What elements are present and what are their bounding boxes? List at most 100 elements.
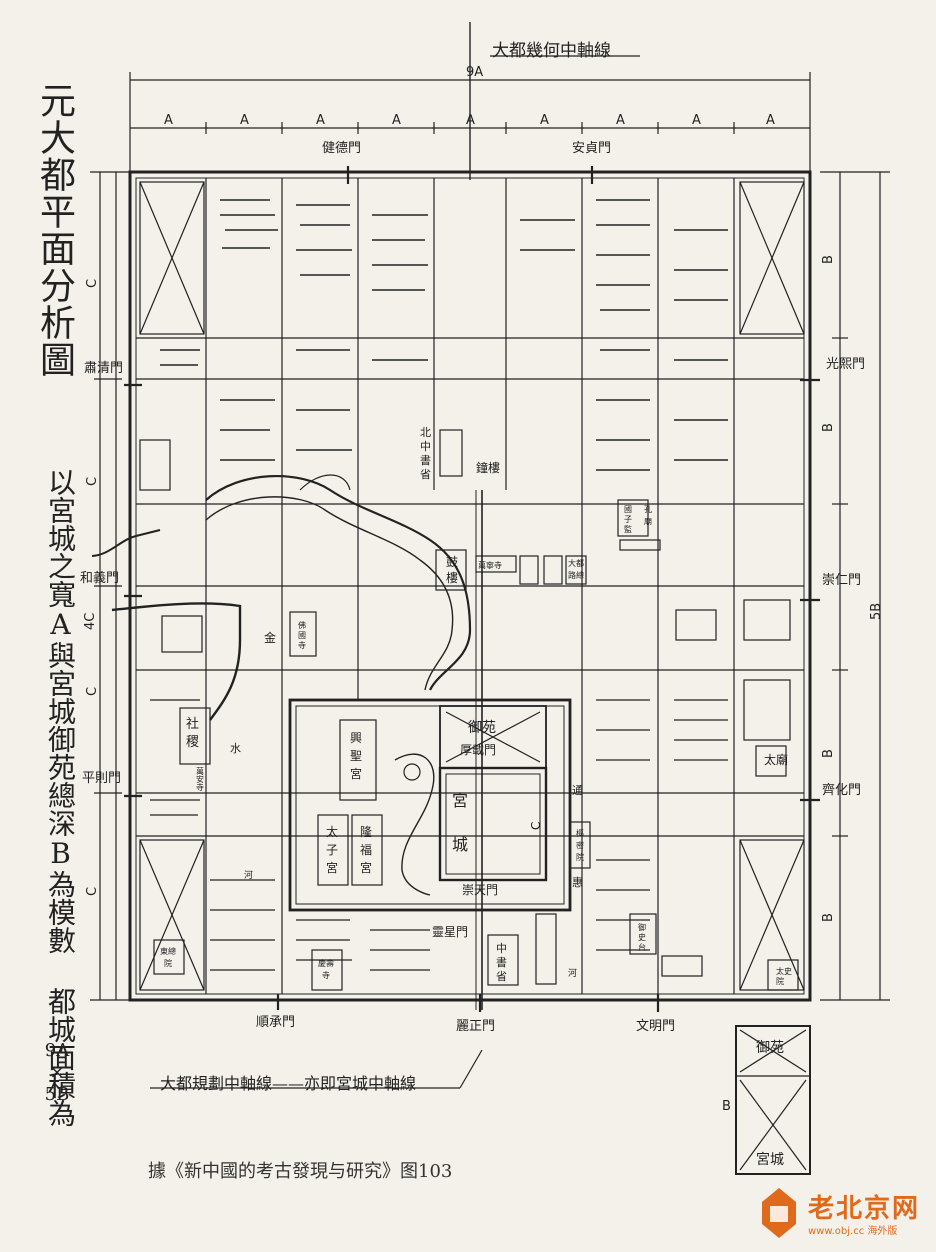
bldg-longfu-1: 隆 [360, 824, 372, 839]
bldg-xingsheng-1: 興 [350, 731, 362, 745]
gate-suqing: 肅清門 [84, 360, 123, 376]
bldg-shumi-2: 密 [576, 840, 584, 850]
bldg-censorate-1: 御 [638, 922, 646, 932]
bldg-chongtian-gate: 崇天門 [462, 883, 498, 897]
inset-b: B [722, 1099, 731, 1114]
bldg-censorate-2: 史 [638, 932, 646, 942]
bldg-shumi-3: 院 [576, 852, 584, 862]
bldg-college-1: 國 [624, 505, 632, 514]
bldg-dadu-1: 大 [568, 558, 576, 568]
module-a-4: A [392, 113, 401, 128]
bldg-palace-2: 城 [452, 835, 468, 854]
bldg-xingsheng-2: 聖 [350, 749, 362, 763]
gate-anzhen: 安貞門 [572, 141, 611, 156]
planning-axis-caption: 大都規劃中軸線——亦即宮城中軸線 [160, 1074, 417, 1093]
bldg-censorate-3: 台 [638, 942, 646, 952]
bldg-xingsheng-3: 宮 [350, 766, 362, 781]
module-b-4: B [821, 913, 836, 922]
bldg-taishi-3: 院 [776, 976, 784, 986]
module-a-9: A [766, 113, 775, 128]
module-c-4: C [85, 887, 100, 896]
module-b-1: B [821, 255, 836, 264]
bldg-temple-w-2: 國 [298, 631, 306, 640]
module-a-7: A [616, 113, 625, 128]
label-river-1: 河 [244, 869, 253, 881]
bldg-shumi-1: 樞 [576, 828, 584, 838]
bldg-north-sec-2: 中 [420, 440, 431, 453]
bldg-palace-1: 宮 [452, 791, 468, 810]
bldg-eastyard-2: 總 [168, 946, 176, 956]
bldg-central-sec-3: 省 [496, 970, 507, 983]
label-water: 水 [230, 742, 241, 755]
inset-top: 御苑 [756, 1040, 784, 1056]
bldg-drum-2: 樓 [446, 570, 458, 585]
bldg-longfu-3: 宮 [360, 860, 372, 875]
bldg-confucius-1: 孔 [644, 505, 652, 514]
bldg-dadu-2: 都 [576, 559, 584, 568]
bldg-sheji-1: 社 [186, 716, 199, 732]
bldg-prince-1: 太 [326, 824, 338, 839]
bldg-qingshou-1: 慶 [318, 958, 326, 968]
gate-chongren: 崇仁門 [822, 573, 861, 588]
bldg-central-sec-2: 書 [496, 955, 507, 969]
gate-shuncheng: 順承門 [256, 1015, 295, 1030]
bldg-lingxing-gate: 靈星門 [432, 925, 468, 939]
bldg-north-sec-1: 北 [420, 426, 431, 439]
page-subtitle: 以宮城之寬A與宮城御苑總深B為模數 都城面積為 [44, 468, 77, 1127]
label-tong: 通 [572, 784, 583, 797]
bldg-college-3: 監 [624, 524, 632, 534]
gate-heyi: 和義門 [80, 570, 119, 586]
geometric-axis-caption: 大都幾何中軸線 [492, 41, 611, 61]
top-total-width: 9A [466, 65, 483, 80]
module-a-3: A [316, 113, 325, 128]
gate-wenming: 文明門 [636, 1019, 675, 1034]
logo-url: www.obj.cc 海外版 [808, 1226, 898, 1237]
formula-5b: 5B [44, 1084, 70, 1105]
bldg-wanan-1: 萬 [196, 766, 204, 776]
bldg-dadu-4: 總 [576, 570, 584, 580]
bldg-temple-w-1: 佛 [298, 620, 306, 630]
bldg-temple-w-3: 寺 [298, 641, 306, 650]
source-caption: 據《新中國的考古發現与研究》图103 [148, 1161, 453, 1182]
module-a-5: A [466, 113, 475, 128]
bldg-north-sec-3: 書 [420, 453, 431, 467]
page-title: 元大都平面分析圖 [34, 82, 75, 378]
module-c-1: C [85, 279, 100, 288]
inset-bottom: 宮城 [756, 1152, 784, 1168]
lantern-icon [762, 1188, 796, 1238]
gate-qihua: 齊化門 [822, 783, 861, 798]
bldg-north-sec-4: 省 [420, 468, 431, 481]
gate-jiande: 健德門 [322, 141, 361, 156]
bldg-jin: 金 [264, 630, 276, 645]
module-b-3: B [821, 749, 836, 758]
module-c-3: C [85, 687, 100, 696]
bldg-wanan-2: 安 [196, 774, 204, 784]
gate-pingze: 平則門 [82, 771, 121, 786]
bldg-taishi-2: 史 [784, 966, 792, 976]
gate-guangxi: 光熙門 [826, 357, 865, 372]
bldg-eastyard-1: 東 [160, 946, 168, 956]
bldg-houzai-gate: 厚載門 [460, 743, 496, 757]
site-logo: 老北京网 www.obj.cc 海外版 [756, 1186, 926, 1244]
bldg-prince-2: 子 [326, 843, 338, 857]
bldg-wanning: 萬寧寺 [478, 560, 502, 570]
module-a-8: A [692, 113, 701, 128]
bldg-taimiao-1: 太 [764, 752, 776, 767]
bldg-bell-tower: 鐘樓 [476, 460, 500, 475]
bldg-taimiao-2: 廟 [776, 752, 788, 767]
bldg-confucius-2: 廟 [644, 516, 652, 526]
module-a-1: A [164, 113, 173, 128]
total-height: 5B [869, 603, 884, 620]
bldg-eastyard-3: 院 [164, 958, 172, 968]
bldg-college-2: 子 [624, 515, 632, 524]
gate-lizheng: 麗正門 [456, 1019, 495, 1034]
bldg-wanan-3: 寺 [196, 783, 204, 792]
module-a-6: A [540, 113, 549, 128]
bldg-c-palace: C [529, 822, 543, 830]
bldg-taishi-1: 太 [776, 966, 784, 976]
bldg-drum-1: 鼓 [446, 555, 458, 569]
subtitle-formula: 9A × 5B [40, 1040, 74, 1106]
bldg-sheji-2: 稷 [186, 734, 199, 750]
bldg-imperial-garden: 御苑 [468, 720, 496, 736]
